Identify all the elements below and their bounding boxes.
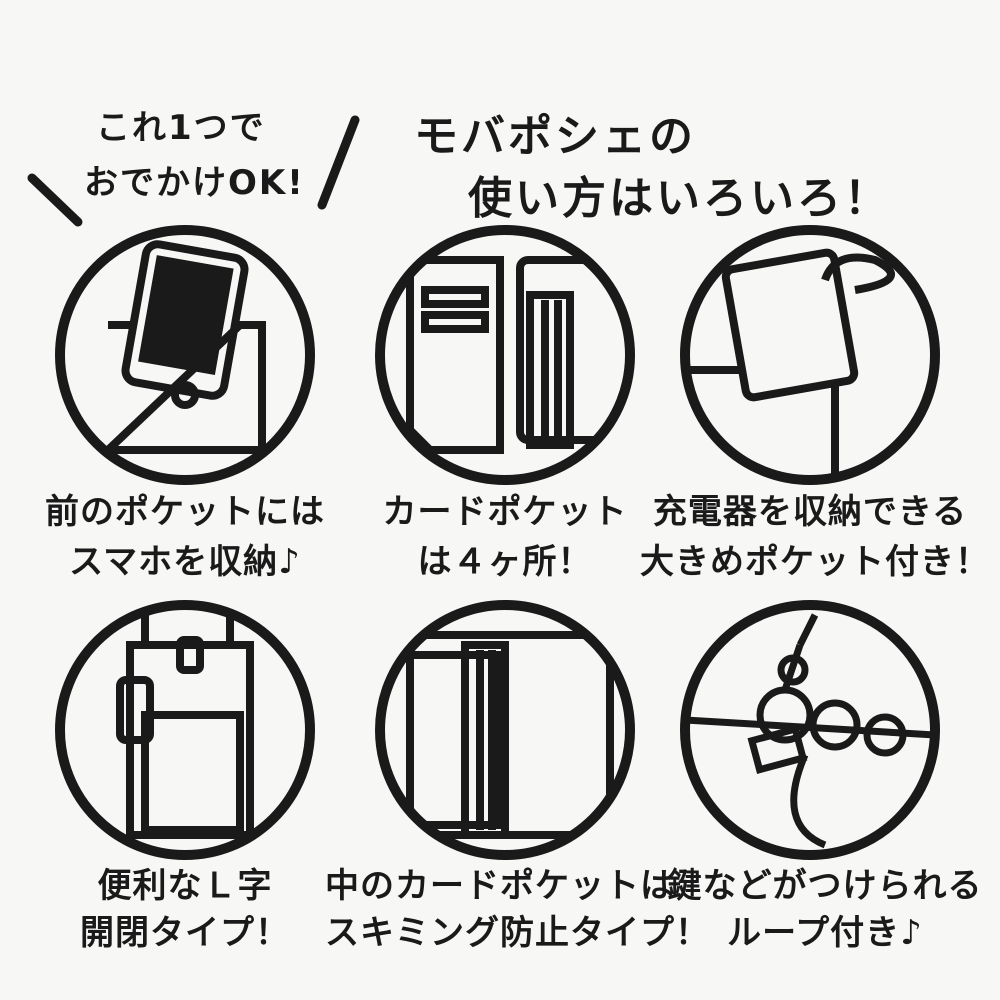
tagline-line1: これ1つで (96, 108, 266, 148)
feature-caption-line1: 鍵などがつけられる (667, 866, 983, 906)
tagline-line2: おでかけOK! (84, 163, 305, 203)
feature-caption-line1: 中のカードポケットは (325, 866, 675, 906)
feature-caption-line2: ループ付き♪ (727, 913, 923, 953)
feature-caption-line2: は４ヶ所！ (417, 542, 593, 582)
feature-caption-line2: スキミング防止タイプ！ (325, 913, 710, 953)
skimming-block-card-pocket-icon (375, 600, 635, 860)
emphasis-lines-icon (27, 115, 360, 227)
feature-caption-line2: 開閉タイプ！ (80, 913, 290, 953)
card-pocket-icon (375, 225, 635, 485)
l-zip-opening-icon (55, 600, 315, 860)
tagline: これ1つで おでかけOK! (0, 0, 400, 240)
page-title-line1: モバポシェの (414, 111, 696, 162)
feature-caption-line1: 便利なＬ字 (97, 866, 273, 906)
feature-caption-line1: 前のポケットには (45, 492, 325, 532)
feature-caption-line1: カードポケット (382, 492, 628, 532)
large-pocket-icon (680, 225, 940, 485)
feature-caption-line2: 大きめポケット付き！ (640, 542, 990, 582)
phone-in-pocket-icon (55, 225, 315, 485)
page-title-line2: 使い方はいろいろ！ (468, 173, 891, 224)
feature-caption-line2: スマホを収納♪ (69, 542, 301, 582)
feature-caption-line1: 充電器を収納できる (652, 492, 968, 532)
key-loop-icon (680, 600, 940, 860)
